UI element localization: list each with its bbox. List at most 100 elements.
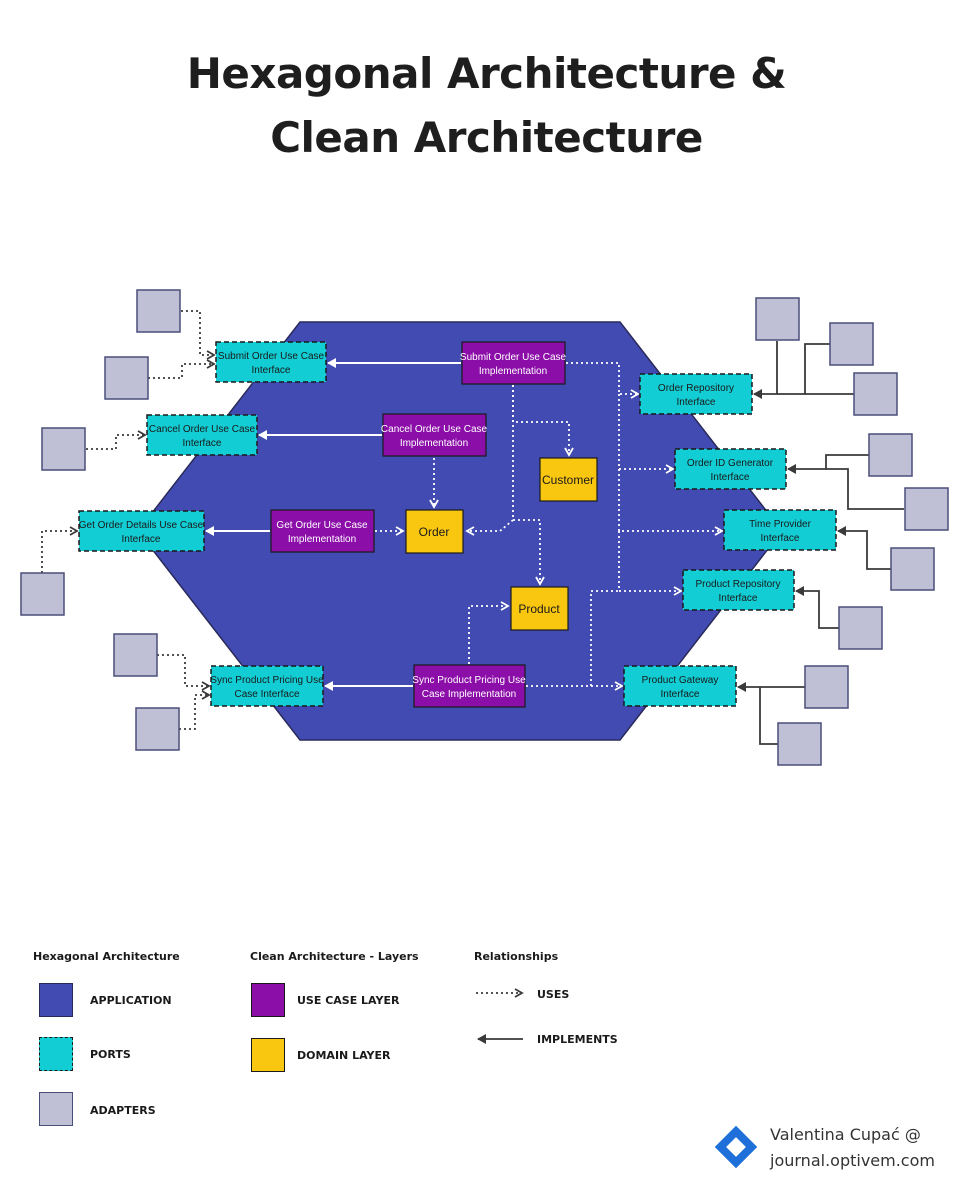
port-label: Interface [252, 365, 291, 376]
entity-order[interactable]: Order [405, 509, 464, 554]
usecase-label: Get Order Use Case [276, 520, 368, 531]
legend-heading-relationships: Relationships [474, 950, 559, 963]
port-order-id-generator[interactable]: Order ID Generator Interface [674, 448, 787, 490]
port-sync-product-pricing[interactable]: Sync Product Pricing Use Case Interface [210, 665, 324, 707]
entity-customer[interactable]: Customer [539, 457, 598, 502]
usecase-label: Cancel Order Use Case [381, 424, 488, 435]
adapter[interactable] [829, 322, 874, 366]
port-get-order-details[interactable]: Get Order Details Use Case Interface [78, 510, 205, 552]
author-site[interactable]: journal.optivem.com [770, 1151, 935, 1170]
port-label: Submit Order Use Case [218, 351, 325, 362]
usecase-label: Submit Order Use Case [460, 352, 567, 363]
adapter[interactable] [777, 722, 822, 766]
adapter[interactable] [904, 487, 949, 531]
adapter[interactable] [755, 297, 800, 341]
adapter[interactable] [136, 289, 181, 333]
legend-heading-clean: Clean Architecture - Layers [250, 950, 419, 963]
connector-adapter-implements-idgen-1 [787, 454, 869, 474]
adapter[interactable] [135, 707, 180, 751]
usecase-get-order[interactable]: Get Order Use Case Implementation [270, 509, 375, 553]
entity-product[interactable]: Product [510, 586, 569, 631]
connector-adapter-implements-order-repo-2 [777, 343, 830, 395]
usecase-label: Sync Product Pricing Use [412, 675, 526, 686]
adapter[interactable] [838, 606, 883, 650]
port-label: Product Repository [695, 579, 780, 590]
usecase-submit-order[interactable]: Submit Order Use Case Implementation [460, 341, 567, 385]
adapter[interactable] [104, 356, 149, 400]
port-label: Interface [122, 534, 161, 545]
connector-sync-uses-product-repo [590, 590, 619, 686]
usecase-label: Implementation [479, 366, 547, 377]
legend-swatch-ports [39, 1037, 73, 1071]
usecase-label: Implementation [288, 534, 356, 545]
connector-adapter-to-sync-port-1 [157, 654, 211, 691]
internal-connectors [205, 358, 724, 691]
adapter[interactable] [804, 665, 849, 709]
port-submit-order[interactable]: Submit Order Use Case Interface [215, 341, 327, 383]
entity-label: Product [518, 602, 560, 616]
legend-heading-hexagonal: Hexagonal Architecture [33, 950, 180, 963]
legend-swatch-adapters [39, 1092, 73, 1126]
legend-label-adapters: ADAPTERS [90, 1104, 156, 1117]
connector-submit-uses-order-repo [566, 362, 640, 399]
adapter[interactable] [890, 547, 935, 591]
connector-adapter-implements-idgen-2 [826, 468, 904, 510]
adapters [20, 289, 949, 766]
adapter[interactable] [41, 427, 86, 471]
legend-swatch-use-case [251, 983, 285, 1017]
adapter-connectors [41, 310, 904, 745]
usecase-sync-product-pricing[interactable]: Sync Product Pricing Use Case Implementa… [412, 664, 526, 708]
ports: Submit Order Use Case Interface Cancel O… [78, 341, 837, 707]
connector-submit-uses-product [513, 519, 545, 586]
adapter[interactable] [853, 372, 898, 416]
page-title: Hexagonal Architecture & Clean Architect… [0, 42, 973, 170]
legend-label-ports: PORTS [90, 1048, 131, 1061]
port-label: Interface [761, 533, 800, 544]
connector-adapter-implements-order-repo-1 [753, 341, 778, 399]
entity-label: Customer [542, 473, 594, 487]
connector-adapter-to-submit-port-2 [148, 359, 216, 379]
legend-label-uses: USES [537, 988, 570, 1001]
connector-adapter-implements-gateway-2 [759, 687, 778, 745]
legend-label-implements: IMPLEMENTS [537, 1033, 618, 1046]
port-label: Sync Product Pricing Use [210, 675, 324, 686]
legend-label-application: APPLICATION [90, 994, 172, 1007]
connector-adapter-to-submit-port-1 [181, 310, 216, 360]
legend-label-use-case: USE CASE LAYER [297, 994, 400, 1007]
domain-entities: Customer Order Product [405, 457, 598, 631]
port-product-repository[interactable]: Product Repository Interface [682, 569, 795, 611]
usecase-label: Implementation [400, 438, 468, 449]
optivem-logo [714, 1125, 758, 1169]
port-label: Interface [183, 438, 222, 449]
port-label: Order ID Generator [687, 458, 774, 469]
legend-label-domain: DOMAIN LAYER [297, 1049, 391, 1062]
port-label: Interface [719, 593, 758, 604]
port-cancel-order[interactable]: Cancel Order Use Case Interface [146, 414, 258, 456]
author-name: Valentina Cupać @ [770, 1125, 921, 1144]
legend-swatch-domain [251, 1038, 285, 1072]
port-product-gateway[interactable]: Product Gateway Interface [623, 665, 737, 707]
title-line-1: Hexagonal Architecture & [186, 49, 787, 98]
port-label: Get Order Details Use Case [79, 520, 204, 531]
port-label: Interface [661, 689, 700, 700]
usecase-label: Case Implementation [422, 689, 517, 700]
port-label: Interface [677, 397, 716, 408]
port-label: Order Repository [658, 383, 734, 394]
adapter[interactable] [113, 633, 158, 677]
connector-adapter-implements-time [837, 526, 891, 570]
use-cases: Submit Order Use Case Implementation Can… [270, 341, 567, 708]
port-label: Case Interface [234, 689, 299, 700]
connector-adapter-to-sync-port-2 [179, 690, 211, 730]
port-label: Interface [711, 472, 750, 483]
port-label: Cancel Order Use Case [149, 424, 256, 435]
connector-submit-uses-customer [512, 385, 574, 457]
port-order-repository[interactable]: Order Repository Interface [639, 373, 753, 415]
usecase-cancel-order[interactable]: Cancel Order Use Case Implementation [381, 413, 488, 457]
port-time-provider[interactable]: Time Provider Interface [723, 509, 837, 551]
port-label: Time Provider [749, 519, 812, 530]
adapter[interactable] [868, 433, 913, 477]
adapter[interactable] [20, 572, 65, 616]
connector-adapter-to-cancel-port [86, 430, 147, 450]
connector-adapter-implements-product-repo [795, 586, 839, 629]
